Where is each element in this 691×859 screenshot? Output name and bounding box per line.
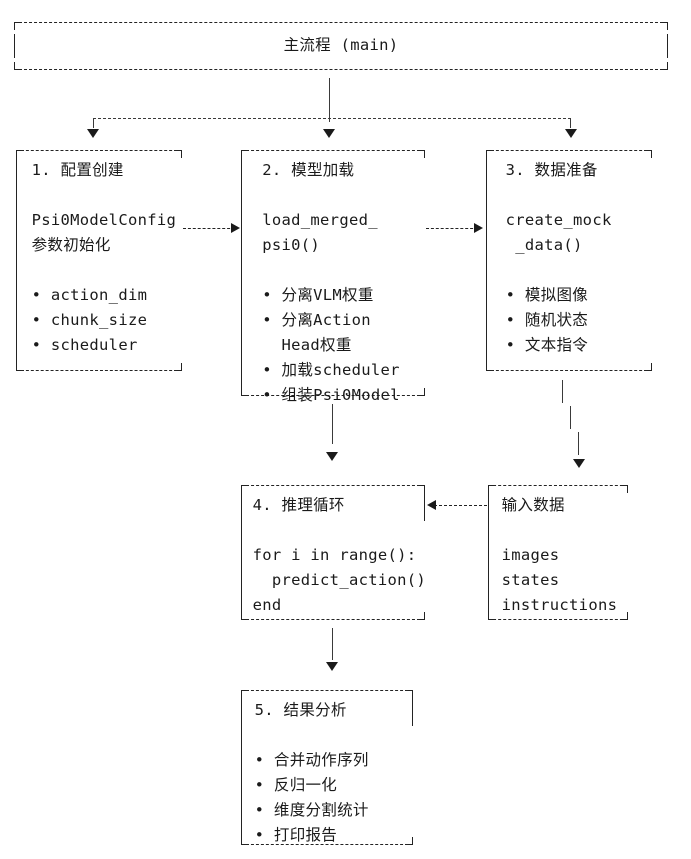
node-result-border-top: [241, 690, 413, 691]
node-main-corner-tl: [14, 22, 22, 30]
node-data-corner-tr: [644, 150, 652, 158]
node-main-label: 主流程 (main): [283, 36, 399, 54]
node-data-edge-left: [486, 158, 487, 363]
node-input-corner-tr: [620, 485, 628, 493]
node-input-border-bottom: [488, 619, 628, 620]
node-model[interactable]: 2. 模型加载 load_merged_ psi0() • 分离VLM权重 • …: [241, 150, 425, 404]
node-main[interactable]: 主流程 (main): [14, 22, 668, 70]
node-result-corner-tl: [241, 690, 249, 698]
arrow-main-to-config: [87, 129, 99, 138]
arrow-main-to-model: [323, 129, 335, 138]
node-main-corner-bl: [14, 62, 22, 70]
node-input-corner-tl: [488, 485, 496, 493]
node-result-corner-bl: [241, 837, 249, 845]
node-input-corner-bl: [488, 612, 496, 620]
node-input-border-top: [488, 485, 628, 486]
node-config-border-bottom: [16, 370, 182, 371]
node-result-corner-br: [405, 837, 413, 845]
node-result-content: 5. 结果分析 • 合并动作序列 • 反归一化 • 维度分割统计 • 打印报告: [254, 701, 369, 844]
node-loop-edge-right: [424, 493, 425, 521]
node-loop[interactable]: 4. 推理循环 for i in range(): predict_action…: [241, 485, 427, 620]
edge-config-to-model-line: [183, 228, 235, 229]
edge-main-trunk: [329, 78, 330, 122]
node-input-edge-left: [488, 493, 489, 612]
node-config[interactable]: 1. 配置创建 Psi0ModelConfig 参数初始化 • action_d…: [16, 150, 182, 371]
node-result-corner-tr: [405, 690, 413, 698]
node-loop-corner-bl: [241, 612, 249, 620]
node-loop-corner-tr: [417, 485, 425, 493]
node-data[interactable]: 3. 数据准备 create_mock _data() • 模拟图像 • 随机状…: [486, 150, 652, 371]
node-main-border-top: [14, 22, 668, 23]
node-config-content: 1. 配置创建 Psi0ModelConfig 参数初始化 • action_d…: [31, 161, 177, 354]
node-input-corner-br: [620, 612, 628, 620]
node-model-edge-left: [241, 158, 242, 388]
edge-data-to-input-seg2: [570, 406, 571, 429]
edge-loop-to-result-line: [332, 628, 333, 660]
node-model-border-bottom: [241, 395, 425, 396]
node-loop-corner-tl: [241, 485, 249, 493]
node-model-content: 2. 模型加载 load_merged_ psi0() • 分离VLM权重 • …: [262, 161, 400, 404]
node-config-corner-tr: [174, 150, 182, 158]
node-model-corner-tr: [417, 150, 425, 158]
node-model-border-top: [241, 150, 425, 151]
node-result-edge-left: [241, 698, 242, 837]
node-main-corner-tr: [660, 22, 668, 30]
node-data-corner-tl: [486, 150, 494, 158]
node-main-edge-left: [14, 34, 15, 58]
node-result-edge-right: [412, 698, 413, 726]
node-data-corner-br: [644, 363, 652, 371]
node-data-border-bottom: [486, 370, 652, 371]
node-main-border-bottom: [14, 69, 668, 70]
arrow-config-to-model: [231, 223, 240, 233]
edge-data-to-input-seg3: [578, 432, 579, 455]
node-main-corner-br: [660, 62, 668, 70]
arrow-model-to-loop: [326, 452, 338, 461]
node-data-border-top: [486, 150, 652, 151]
node-main-edge-right: [667, 34, 668, 58]
node-config-corner-bl: [16, 363, 24, 371]
node-model-corner-bl: [241, 388, 249, 396]
node-loop-border-top: [241, 485, 425, 486]
node-config-corner-tl: [16, 150, 24, 158]
arrow-input-to-loop: [427, 500, 436, 510]
node-config-edge-left: [16, 158, 17, 363]
node-input[interactable]: 输入数据 images states instructions: [488, 485, 628, 620]
edge-model-to-data-line: [426, 228, 478, 229]
node-loop-content: 4. 推理循环 for i in range(): predict_action…: [252, 496, 427, 614]
node-model-corner-tl: [241, 150, 249, 158]
arrow-model-to-data: [474, 223, 483, 233]
arrow-main-to-data: [565, 129, 577, 138]
edge-main-bracket: [93, 118, 571, 128]
node-data-corner-bl: [486, 363, 494, 371]
edge-input-to-loop-line: [434, 505, 487, 506]
edge-model-to-loop-line: [332, 404, 333, 444]
node-config-border-top: [16, 150, 182, 151]
node-data-content: 3. 数据准备 create_mock _data() • 模拟图像 • 随机状…: [505, 161, 612, 354]
node-loop-corner-br: [417, 612, 425, 620]
node-loop-border-bottom: [241, 619, 425, 620]
edge-data-to-input-seg1: [562, 380, 563, 403]
node-model-corner-br: [417, 388, 425, 396]
node-input-content: 输入数据 images states instructions: [501, 496, 618, 614]
node-result-border-bottom: [241, 844, 413, 845]
arrow-loop-to-result: [326, 662, 338, 671]
node-result[interactable]: 5. 结果分析 • 合并动作序列 • 反归一化 • 维度分割统计 • 打印报告: [241, 690, 413, 845]
arrow-data-to-input: [573, 459, 585, 468]
node-loop-edge-left: [241, 493, 242, 612]
node-config-corner-br: [174, 363, 182, 371]
